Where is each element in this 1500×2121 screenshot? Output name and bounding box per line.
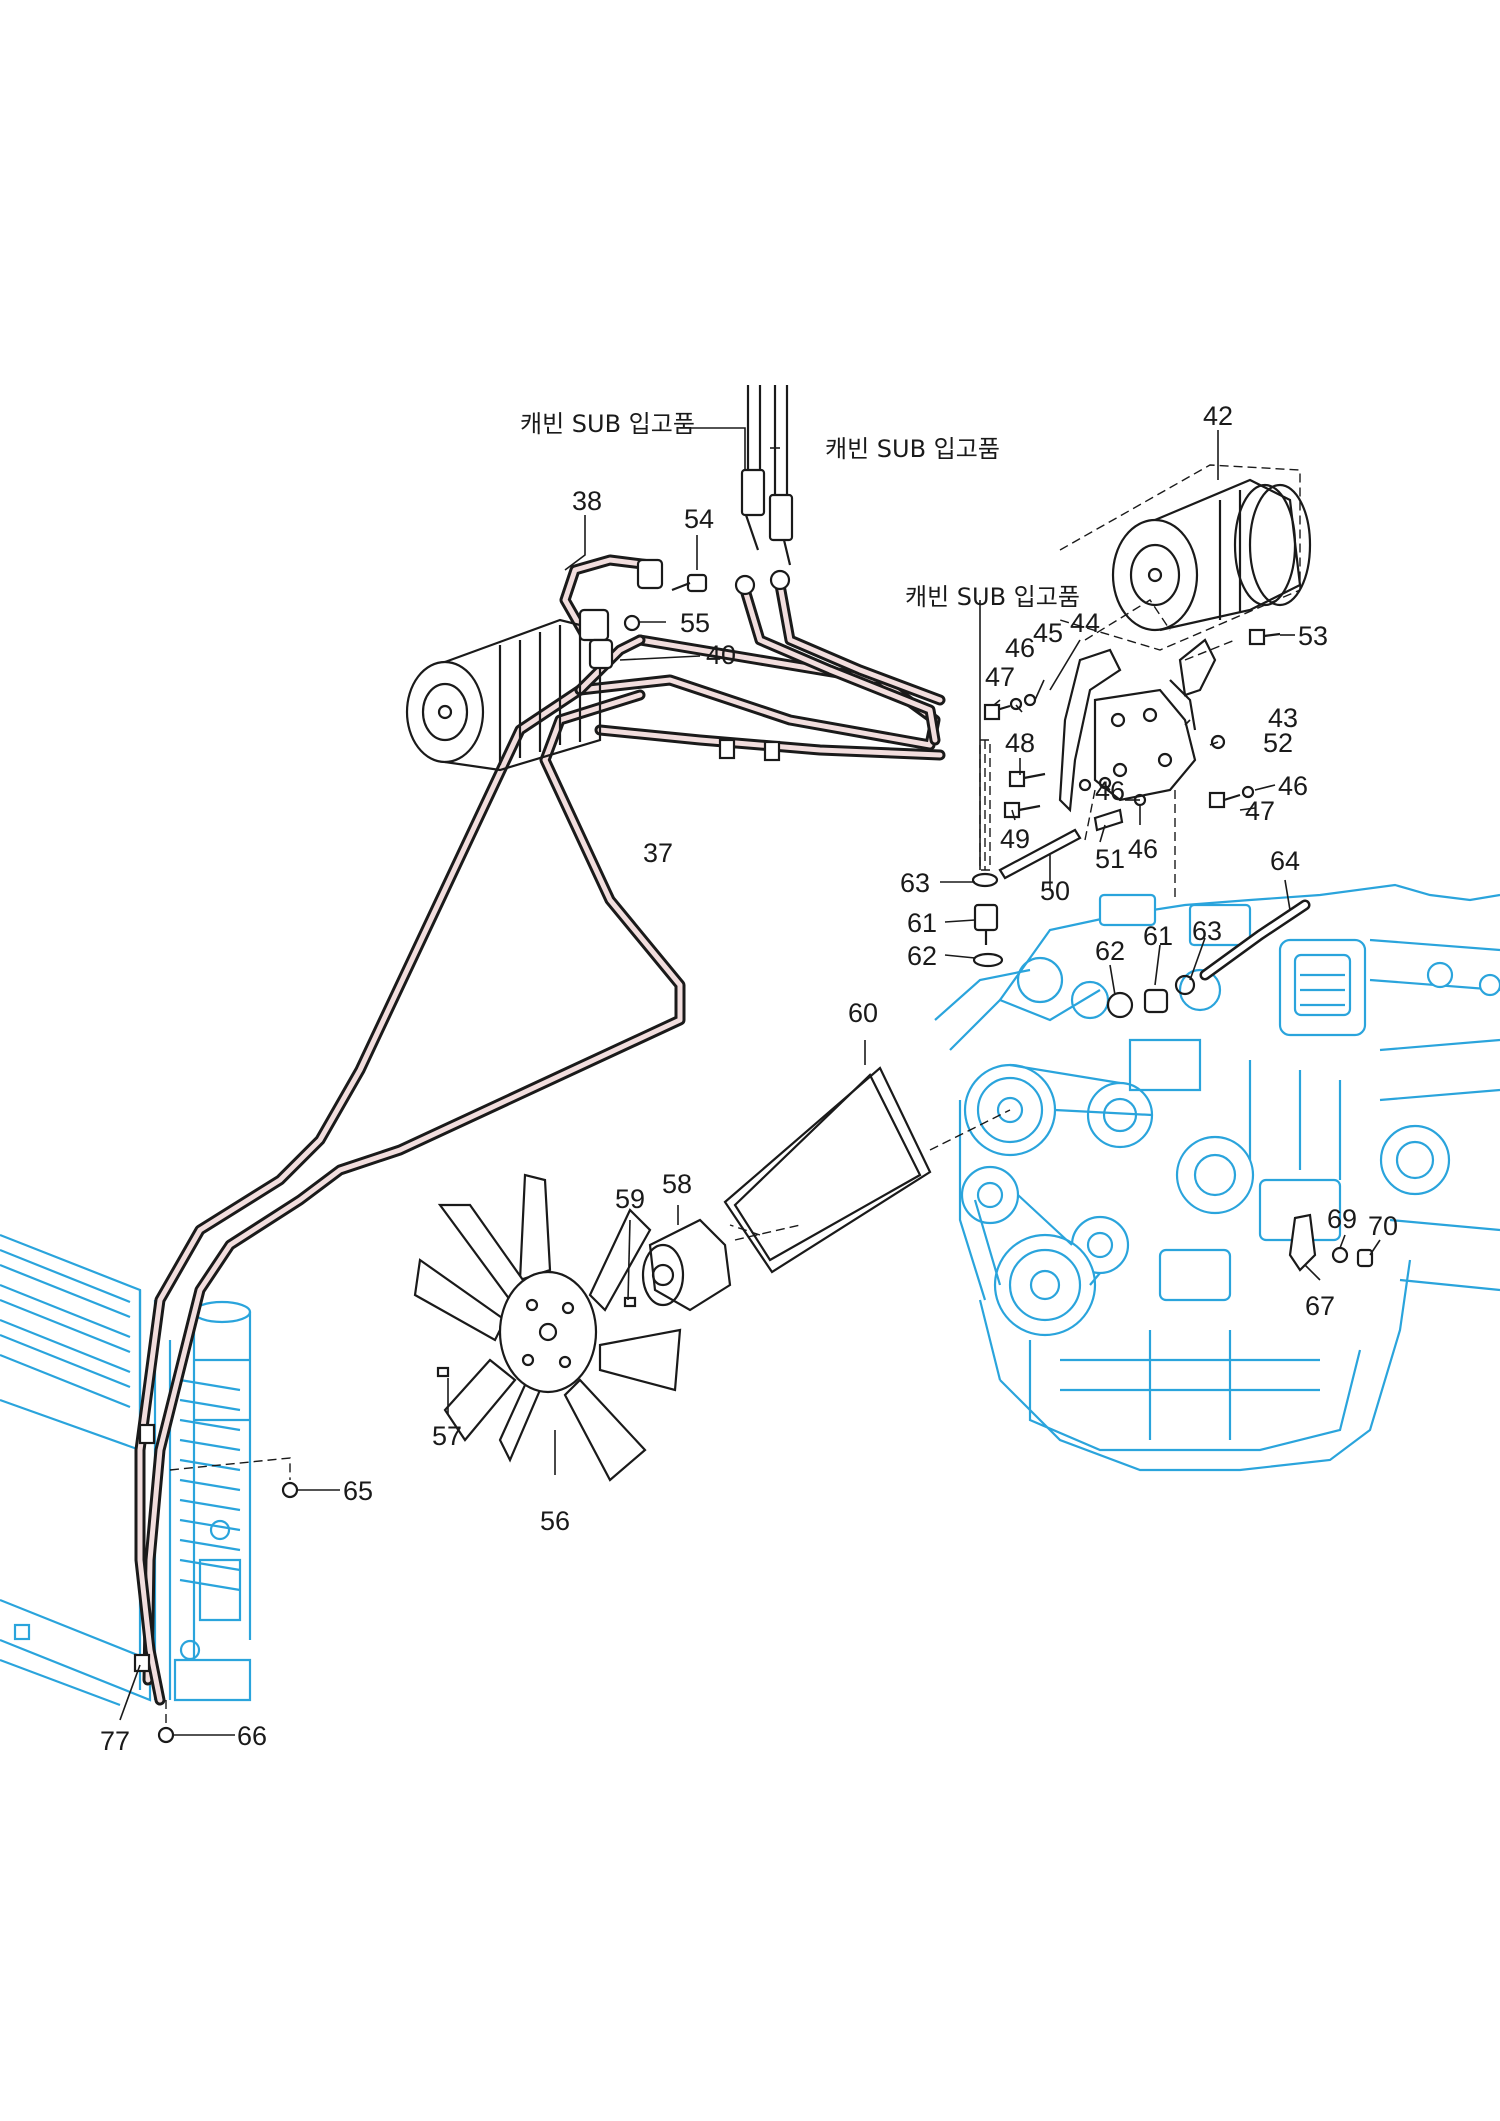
part-43: 43 <box>1268 703 1298 733</box>
part-60: 60 <box>848 998 878 1028</box>
part-59: 59 <box>615 1184 645 1214</box>
compressor-42 <box>1059 464 1312 651</box>
part-51: 51 <box>1095 844 1125 874</box>
bolts-washers <box>623 573 1281 880</box>
part-52: 52 <box>1263 728 1293 758</box>
part-49: 49 <box>1000 824 1030 854</box>
part-47-a: 47 <box>985 662 1015 692</box>
part-50: 50 <box>1040 876 1070 906</box>
part-65: 65 <box>343 1476 373 1506</box>
part-40: 40 <box>706 640 736 670</box>
part-66: 66 <box>237 1721 267 1751</box>
part-56: 56 <box>540 1506 570 1536</box>
part-46-b: 46 <box>1095 776 1125 806</box>
cabin-sub-label-2: 캐빈 SUB 입고품 <box>825 435 1000 463</box>
nuts-65-66-77 <box>133 1423 299 1744</box>
part-58: 58 <box>662 1169 692 1199</box>
part-37: 37 <box>643 838 673 868</box>
part-62-b: 62 <box>1095 936 1125 966</box>
part-54: 54 <box>684 504 714 534</box>
clamp-67-69-70 <box>1288 1213 1374 1272</box>
part-46-a: 46 <box>1005 633 1035 663</box>
fitting-61-62-63-right <box>1106 899 1311 1019</box>
part-77: 77 <box>100 1726 130 1756</box>
part-69: 69 <box>1327 1204 1357 1234</box>
part-44: 44 <box>1070 608 1100 638</box>
belt-60 <box>723 1066 1011 1274</box>
part-46-c: 46 <box>1128 834 1158 864</box>
leader-lines <box>119 427 1381 1736</box>
fan-hub-58 <box>641 1218 801 1312</box>
part-67: 67 <box>1305 1291 1335 1321</box>
bracket-assembly <box>1058 599 1236 900</box>
part-45: 45 <box>1033 618 1063 648</box>
engine-block <box>934 883 1500 1472</box>
part-63-a: 63 <box>900 868 930 898</box>
ac-pipe-outer <box>134 684 586 1706</box>
part-47-b: 47 <box>1245 796 1275 826</box>
part-62-a: 62 <box>907 941 937 971</box>
part-57: 57 <box>432 1421 462 1451</box>
part-46-d: 46 <box>1278 771 1308 801</box>
fitting-61-62-63-left <box>971 739 1004 968</box>
cabin-hoses <box>718 385 946 762</box>
callout-labels: 캐빈 SUB 입고품 캐빈 SUB 입고품 캐빈 SUB 입고품 38 54 5… <box>100 401 1398 1756</box>
part-61-b: 61 <box>1143 921 1173 951</box>
part-38: 38 <box>572 486 602 516</box>
condenser-radiator <box>0 1233 252 1707</box>
cabin-sub-label-3: 캐빈 SUB 입고품 <box>905 583 1080 611</box>
part-53: 53 <box>1298 621 1328 651</box>
part-55: 55 <box>680 608 710 638</box>
compressor-installed <box>405 608 614 772</box>
part-42: 42 <box>1203 401 1233 431</box>
fan-56 <box>413 1173 682 1482</box>
ac-pipe-37 <box>142 689 686 1686</box>
cabin-sub-label-1: 캐빈 SUB 입고품 <box>520 410 695 438</box>
hose-38 <box>559 554 664 641</box>
part-70: 70 <box>1368 1211 1398 1241</box>
part-61-a: 61 <box>907 908 937 938</box>
part-63-b: 63 <box>1192 916 1222 946</box>
part-48: 48 <box>1005 728 1035 758</box>
part-64: 64 <box>1270 846 1300 876</box>
